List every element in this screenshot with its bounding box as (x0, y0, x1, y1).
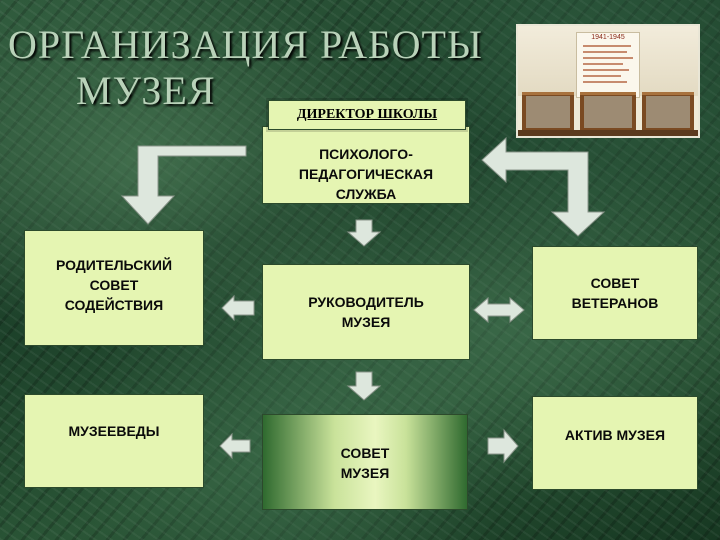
museum-council-label: СОВЕТ МУЗЕЯ (340, 445, 390, 481)
museologists-label: МУЗЕЕВЕДЫ (68, 423, 160, 439)
down-arrow-top-icon (346, 219, 382, 247)
museum-head-label: РУКОВОДИТЕЛЬ МУЗЕЯ (308, 294, 424, 330)
left-arrow-parents-icon (221, 294, 255, 322)
slide-title: ОРГАНИЗАЦИЯ РАБОТЫ МУЗЕЯ (8, 22, 508, 114)
wall-poster: 1941-1945 (576, 32, 640, 98)
box-veterans-council: СОВЕТ ВЕТЕРАНОВ (532, 246, 698, 340)
box-museum-activists: АКТИВ МУЗЕЯ (532, 396, 698, 490)
double-arrow-veterans-icon (473, 296, 525, 324)
parents-council-label: РОДИТЕЛЬСКИЙ СОВЕТ СОДЕЙСТВИЯ (55, 257, 173, 313)
veterans-council-label: СОВЕТ ВЕТЕРАНОВ (571, 275, 659, 311)
box-psych-service: ПСИХОЛОГО- ПЕДАГОГИЧЕСКАЯ СЛУЖБА (262, 126, 470, 204)
bent-arrow-right-icon (481, 136, 606, 237)
museum-activists-label: АКТИВ МУЗЕЯ (564, 427, 666, 443)
title-line-1: ОРГАНИЗАЦИЯ РАБОТЫ (8, 22, 483, 67)
left-arrow-museologists-icon (219, 432, 251, 460)
right-arrow-activists-icon (487, 428, 519, 464)
box-museologists: МУЗЕЕВЕДЫ (24, 394, 204, 488)
down-arrow-mid-icon (346, 371, 382, 401)
museum-photo: 1941-1945 (516, 24, 700, 138)
bent-arrow-left-icon (120, 145, 247, 225)
box-museum-head: РУКОВОДИТЕЛЬ МУЗЕЯ (262, 264, 470, 360)
box-parents-council: РОДИТЕЛЬСКИЙ СОВЕТ СОДЕЙСТВИЯ (24, 230, 204, 346)
director-label: ДИРЕКТОР ШКОЛЫ (268, 100, 466, 130)
title-line-2: МУЗЕЯ (76, 68, 216, 113)
box-museum-council: СОВЕТ МУЗЕЯ (262, 414, 468, 510)
poster-title: 1941-1945 (591, 34, 625, 41)
psych-service-label: ПСИХОЛОГО- ПЕДАГОГИЧЕСКАЯ СЛУЖБА (298, 146, 434, 202)
